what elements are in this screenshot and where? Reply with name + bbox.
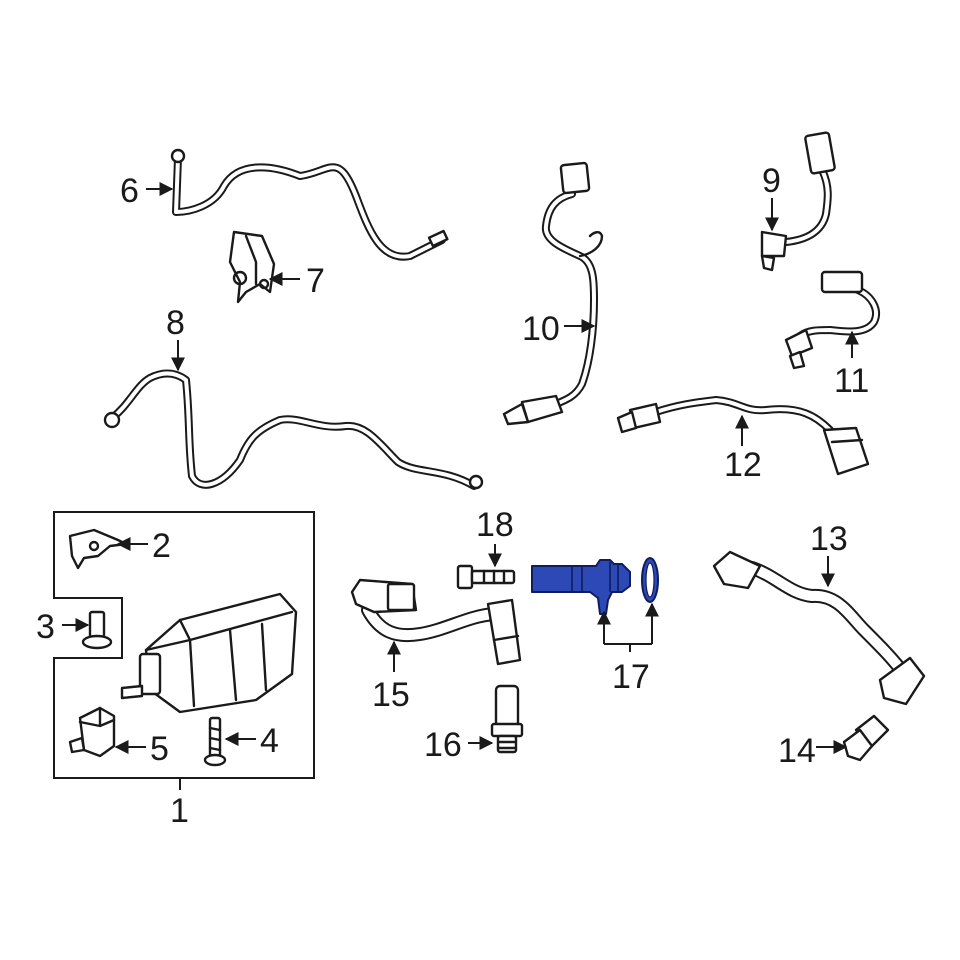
group-box-part-1 bbox=[53, 511, 315, 779]
part-16-sensor[interactable] bbox=[490, 684, 524, 754]
part-13-harness[interactable] bbox=[712, 550, 926, 706]
part-7-bracket[interactable] bbox=[228, 230, 276, 304]
part-10-sensor[interactable] bbox=[502, 161, 604, 426]
part-14-sensor[interactable] bbox=[842, 714, 890, 762]
callout-16: 16 bbox=[424, 726, 462, 764]
part-4-bolt[interactable] bbox=[203, 716, 227, 767]
part-11-sensor[interactable] bbox=[784, 270, 880, 370]
part-8-tube[interactable] bbox=[103, 369, 484, 490]
callout-11: 11 bbox=[834, 362, 869, 400]
callout-2: 2 bbox=[152, 527, 171, 565]
part-18-bolt[interactable] bbox=[456, 564, 516, 590]
callout-3: 3 bbox=[36, 608, 55, 646]
callout-8: 8 bbox=[166, 304, 185, 342]
part-5-valve[interactable] bbox=[68, 706, 116, 758]
callout-17: 17 bbox=[612, 658, 650, 696]
callout-6: 6 bbox=[120, 172, 139, 210]
callout-12: 12 bbox=[724, 446, 762, 484]
callout-4: 4 bbox=[260, 722, 279, 760]
callout-18: 18 bbox=[476, 506, 514, 544]
part-9-sensor[interactable] bbox=[760, 131, 836, 272]
part-3-bolt[interactable] bbox=[81, 610, 113, 650]
callout-5: 5 bbox=[150, 730, 169, 768]
callout-15: 15 bbox=[372, 676, 410, 714]
callout-10: 10 bbox=[522, 310, 560, 348]
callout-1: 1 bbox=[170, 792, 189, 830]
part-6-tube[interactable] bbox=[170, 148, 449, 261]
callout-13: 13 bbox=[810, 520, 848, 558]
callout-14: 14 bbox=[778, 732, 816, 770]
part-2-clip[interactable] bbox=[68, 528, 128, 570]
part-12-sensor[interactable] bbox=[616, 396, 870, 476]
callout-9: 9 bbox=[762, 162, 781, 200]
callout-7: 7 bbox=[306, 262, 325, 300]
part-15-harness[interactable] bbox=[350, 578, 522, 666]
part-1-canister[interactable] bbox=[120, 592, 298, 714]
part-17-sensor-highlighted[interactable] bbox=[531, 557, 659, 615]
